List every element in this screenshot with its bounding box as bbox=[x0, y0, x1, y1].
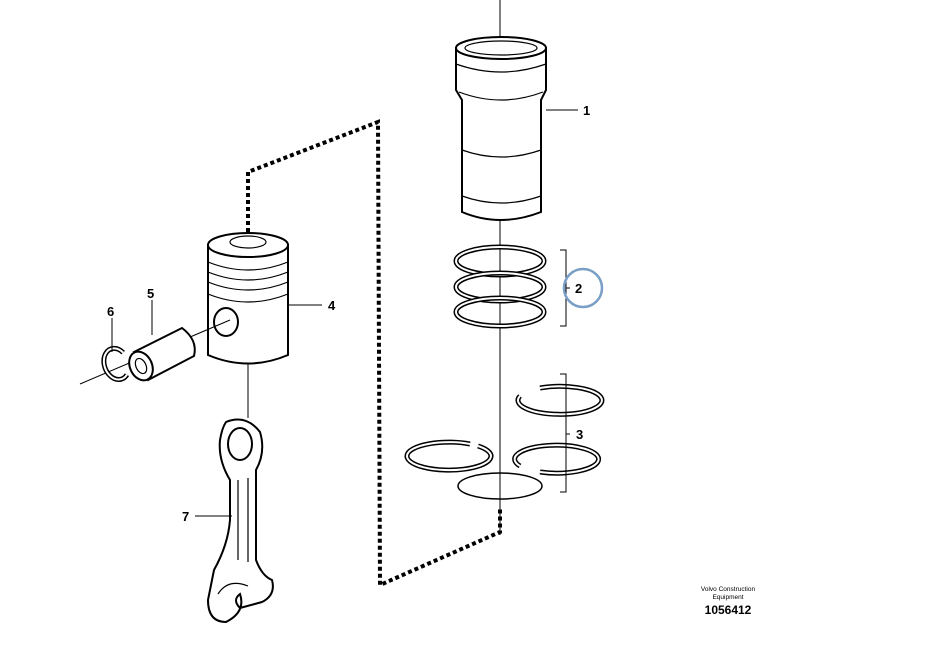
circlip bbox=[101, 345, 130, 383]
credit-line-1: Volvo Construction bbox=[701, 586, 756, 593]
callout-4-label: 4 bbox=[328, 298, 336, 313]
piston bbox=[207, 232, 289, 418]
callout-5-label: 5 bbox=[147, 286, 154, 301]
callout-1-label: 1 bbox=[583, 103, 590, 118]
callout-3-label: 3 bbox=[576, 427, 583, 442]
credit-number: 1056412 bbox=[705, 603, 752, 617]
callout-7-label: 7 bbox=[182, 509, 189, 524]
credit-line-2: Equipment bbox=[712, 594, 743, 601]
callout-6-label: 6 bbox=[107, 304, 114, 319]
cylinder-liner bbox=[455, 36, 547, 221]
piston-pin bbox=[79, 319, 231, 385]
bracket-3 bbox=[560, 373, 570, 493]
bracket-2 bbox=[560, 249, 570, 327]
piston-ring-set-2 bbox=[453, 244, 547, 329]
callout-2-label: 2 bbox=[575, 281, 582, 296]
connecting-rod bbox=[206, 418, 274, 624]
assembly-dashed-path bbox=[246, 119, 502, 589]
piston-ring-set-3 bbox=[404, 383, 605, 500]
highlight-circle bbox=[562, 267, 604, 309]
